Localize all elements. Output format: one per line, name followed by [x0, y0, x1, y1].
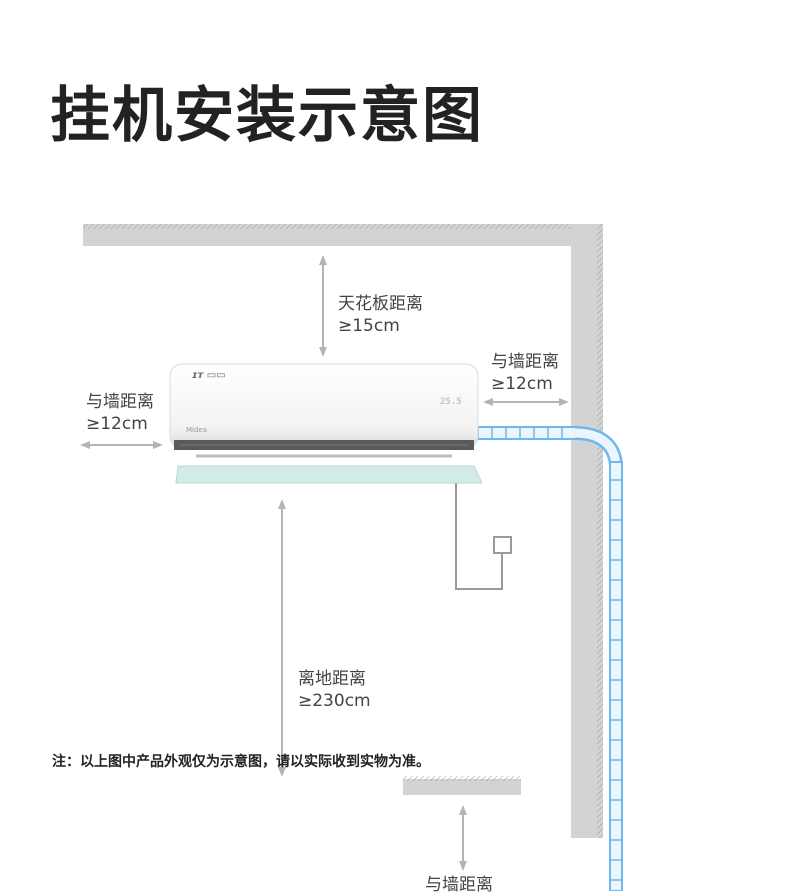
distance-arrows [80, 255, 569, 871]
ceiling-hatch [83, 224, 603, 229]
left-wall-distance-title: 与墙距离 [86, 392, 154, 412]
power-cable [455, 472, 503, 590]
power-socket [455, 472, 512, 590]
floor-distance-value: ≥230cm [298, 691, 371, 711]
ceiling [83, 224, 603, 246]
refrigerant-pipe [477, 426, 623, 891]
ceiling-distance-label: 天花板距离 ≥15cm [338, 293, 423, 337]
ac-series-logo: ɪᴛ ▭▭ [192, 370, 226, 381]
socket-icon [493, 536, 512, 554]
temperature-display: 25.5 [440, 397, 462, 407]
bottom-shelf [403, 779, 521, 795]
ceiling-distance-value: ≥15cm [338, 316, 400, 336]
bottom-wall-distance-label: 与墙距离 [425, 874, 493, 896]
wall-structure [83, 224, 603, 838]
right-wall-hatch [597, 224, 603, 838]
bottom-shelf-hatch [403, 776, 521, 781]
ceiling-distance-title: 天花板距离 [338, 294, 423, 314]
floor-distance-title: 离地距离 [298, 669, 366, 689]
air-deflector [175, 465, 483, 484]
left-wall-distance-value: ≥12cm [86, 414, 148, 434]
floor-distance-label: 离地距离 ≥230cm [298, 668, 371, 712]
ac-indoor-unit: ɪᴛ ▭▭ Midea 25.5 [169, 363, 483, 484]
right-wall-distance-label: 与墙距离 ≥12cm [491, 351, 559, 395]
brand-logo: Midea [186, 426, 207, 434]
left-wall-distance-label: 与墙距离 ≥12cm [86, 391, 154, 435]
page-title: 挂机安装示意图 [50, 81, 484, 151]
disclaimer-note: 注：以上图中产品外观仅为示意图，请以实际收到实物为准。 [52, 754, 430, 770]
right-wall-distance-title: 与墙距离 [491, 352, 559, 372]
right-wall-distance-value: ≥12cm [491, 374, 553, 394]
bottom-wall-distance-title: 与墙距离 [425, 875, 493, 895]
